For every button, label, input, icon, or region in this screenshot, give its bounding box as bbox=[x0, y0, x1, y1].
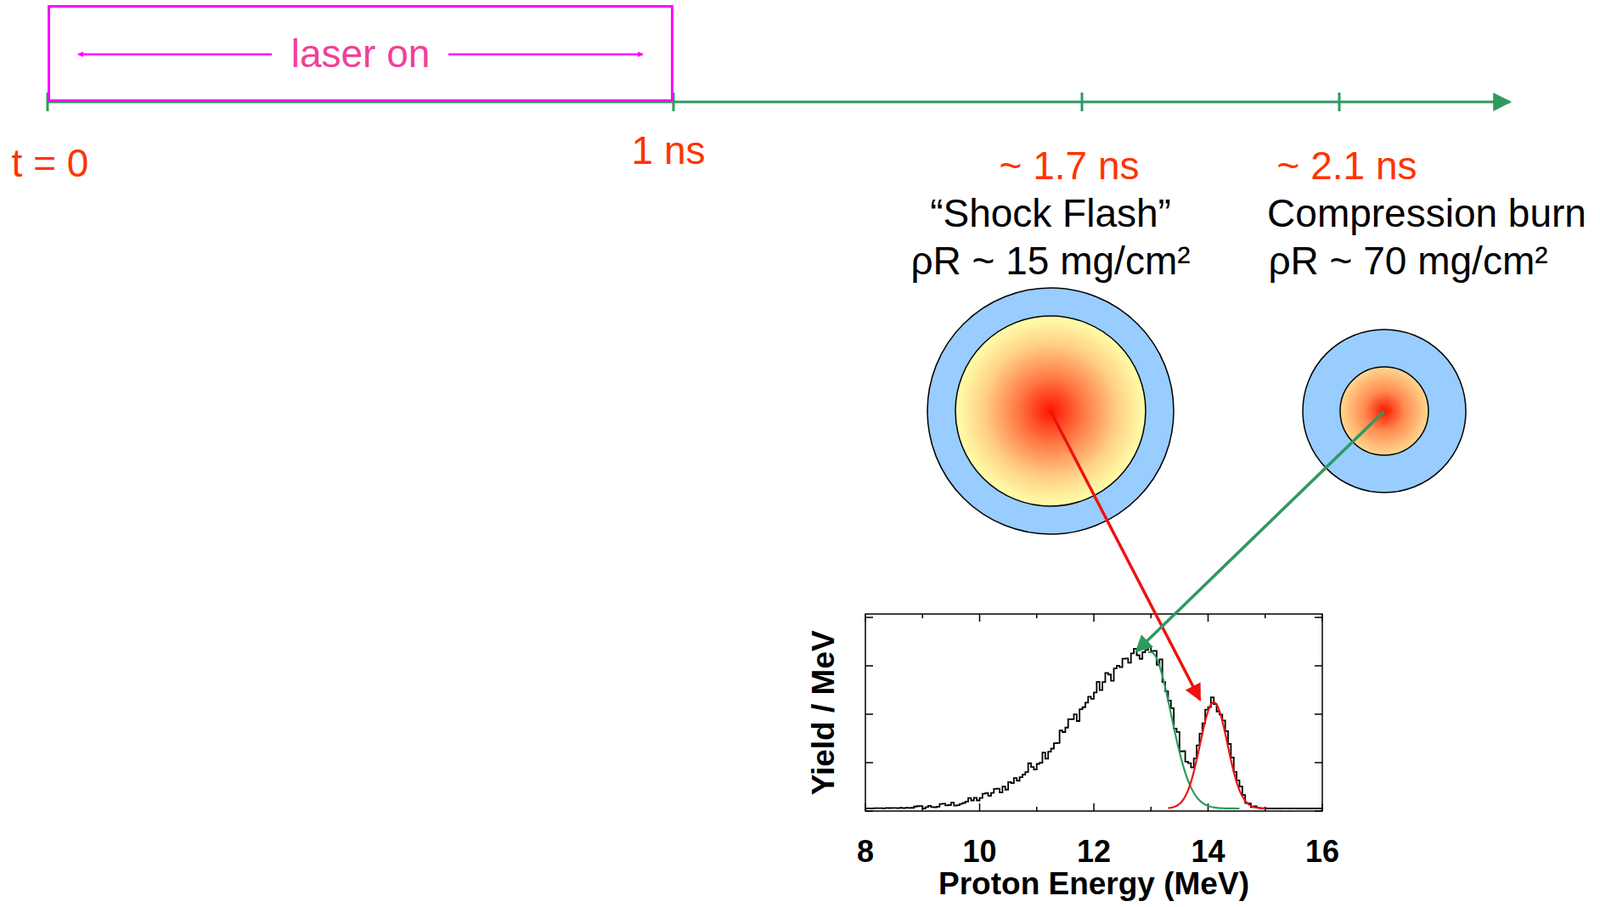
pointer-arrow bbox=[1050, 411, 1200, 700]
pointer-arrow bbox=[1136, 411, 1385, 652]
phase-name: Compression burn bbox=[1267, 191, 1587, 236]
time-ticks bbox=[47, 92, 1340, 112]
laser-arrow bbox=[448, 53, 643, 57]
areal-density: ρR ~ 70 mg/cm² bbox=[1267, 239, 1548, 283]
time-label: 1 ns bbox=[631, 129, 706, 173]
axis-title: Yield / MeV bbox=[806, 630, 842, 795]
tick-label: 12 bbox=[1076, 834, 1111, 869]
tick-label: 16 bbox=[1305, 834, 1340, 869]
time-label: ~ 2.1 ns bbox=[1277, 144, 1418, 188]
laser-arrow bbox=[78, 53, 272, 57]
plot-frame bbox=[865, 614, 1323, 812]
axis-ticks bbox=[865, 614, 1323, 812]
spectrum bbox=[865, 647, 1323, 809]
tick-label: 14 bbox=[1190, 834, 1225, 869]
axis-title: Proton Energy (MeV) bbox=[938, 867, 1250, 902]
node-label: laser on bbox=[291, 32, 431, 76]
time-label: t = 0 bbox=[11, 141, 90, 186]
tick-label: 8 bbox=[856, 834, 874, 869]
time-label: ~ 1.7 ns bbox=[999, 144, 1140, 188]
tick-label: 10 bbox=[962, 834, 997, 869]
time-window-box: laser on bbox=[47, 5, 674, 102]
areal-density: ρR ~ 15 mg/cm² bbox=[910, 239, 1190, 283]
phase-name: “Shock Flash” bbox=[929, 191, 1172, 236]
